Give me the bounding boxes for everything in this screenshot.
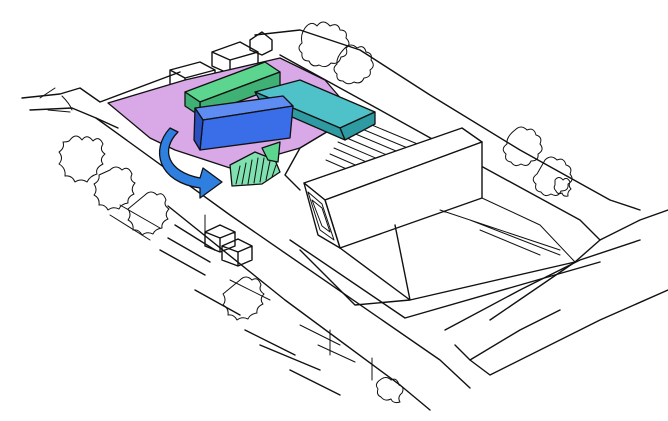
plaza-outer-curb: [290, 240, 600, 318]
tree-cluster-bottom-2: [376, 378, 403, 403]
tree-cluster-right: [503, 127, 542, 166]
tower-shadow-lines: [440, 198, 575, 262]
tree-cluster-top-2: [334, 45, 373, 84]
bottom-right-curb: [445, 240, 640, 360]
right-street-lower: [600, 210, 668, 240]
house-3: [250, 32, 272, 55]
small-cubes: [205, 225, 252, 266]
tree-cluster-bottom: [223, 277, 264, 320]
lower-right-road: [470, 290, 668, 375]
poles-left: [160, 225, 340, 395]
tree-cluster-left: [59, 136, 105, 182]
tree-cluster-left-2: [94, 167, 135, 210]
